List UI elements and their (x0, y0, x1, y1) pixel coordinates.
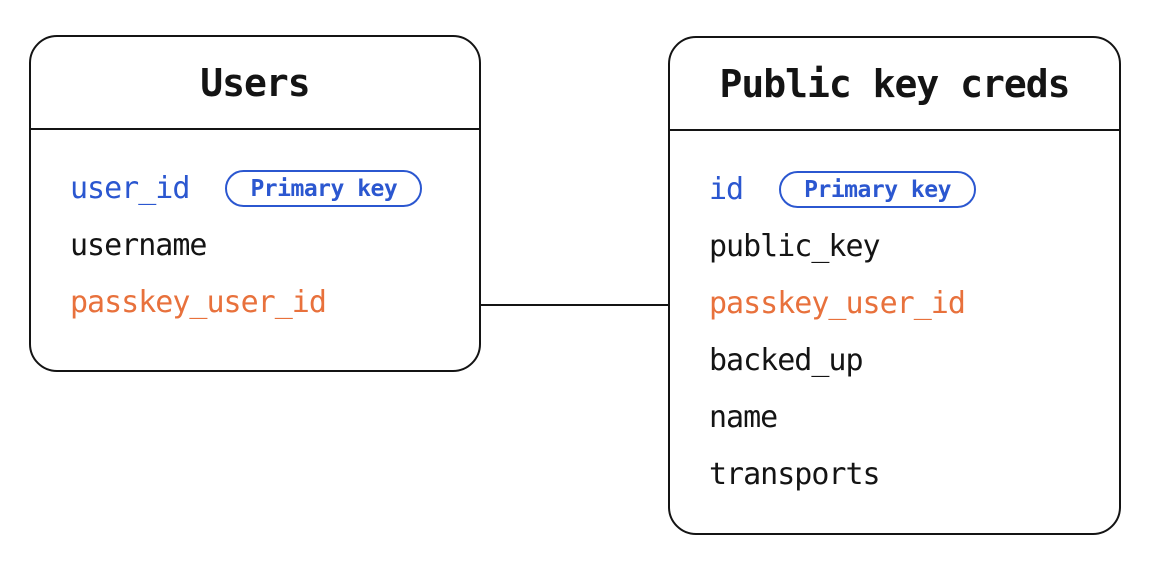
field-row: user_id Primary key (70, 160, 479, 217)
table-users-title: Users (200, 60, 310, 105)
field-row: passkey_user_id (70, 274, 479, 331)
primary-key-badge: Primary key (225, 170, 423, 207)
relationship-line (481, 304, 668, 306)
field-name: username (70, 228, 207, 263)
field-name: id (709, 172, 744, 207)
table-public-key-creds: Public key creds id Primary key public_key… (668, 36, 1121, 535)
field-name: passkey_user_id (709, 286, 966, 321)
field-name: name (709, 400, 778, 435)
field-name: user_id (70, 171, 190, 206)
table-users-header: Users (31, 37, 479, 130)
table-public-key-creds-header: Public key creds (670, 38, 1119, 131)
table-users-fields: user_id Primary key username passkey_user_i… (31, 130, 479, 331)
field-row: backed_up (709, 332, 1119, 389)
primary-key-badge: Primary key (779, 171, 976, 208)
field-row: name (709, 389, 1119, 446)
field-row: passkey_user_id (709, 275, 1119, 332)
table-public-key-creds-title: Public key creds (719, 61, 1070, 106)
field-row: transports (709, 446, 1119, 503)
field-row: username (70, 217, 479, 274)
field-row: public_key (709, 218, 1119, 275)
field-name: backed_up (709, 343, 864, 378)
field-name: passkey_user_id (70, 285, 327, 320)
table-users: Users user_id Primary key username passkey_… (29, 35, 481, 372)
field-row: id Primary key (709, 161, 1119, 218)
field-name: transports (709, 457, 881, 492)
field-name: public_key (709, 229, 881, 264)
